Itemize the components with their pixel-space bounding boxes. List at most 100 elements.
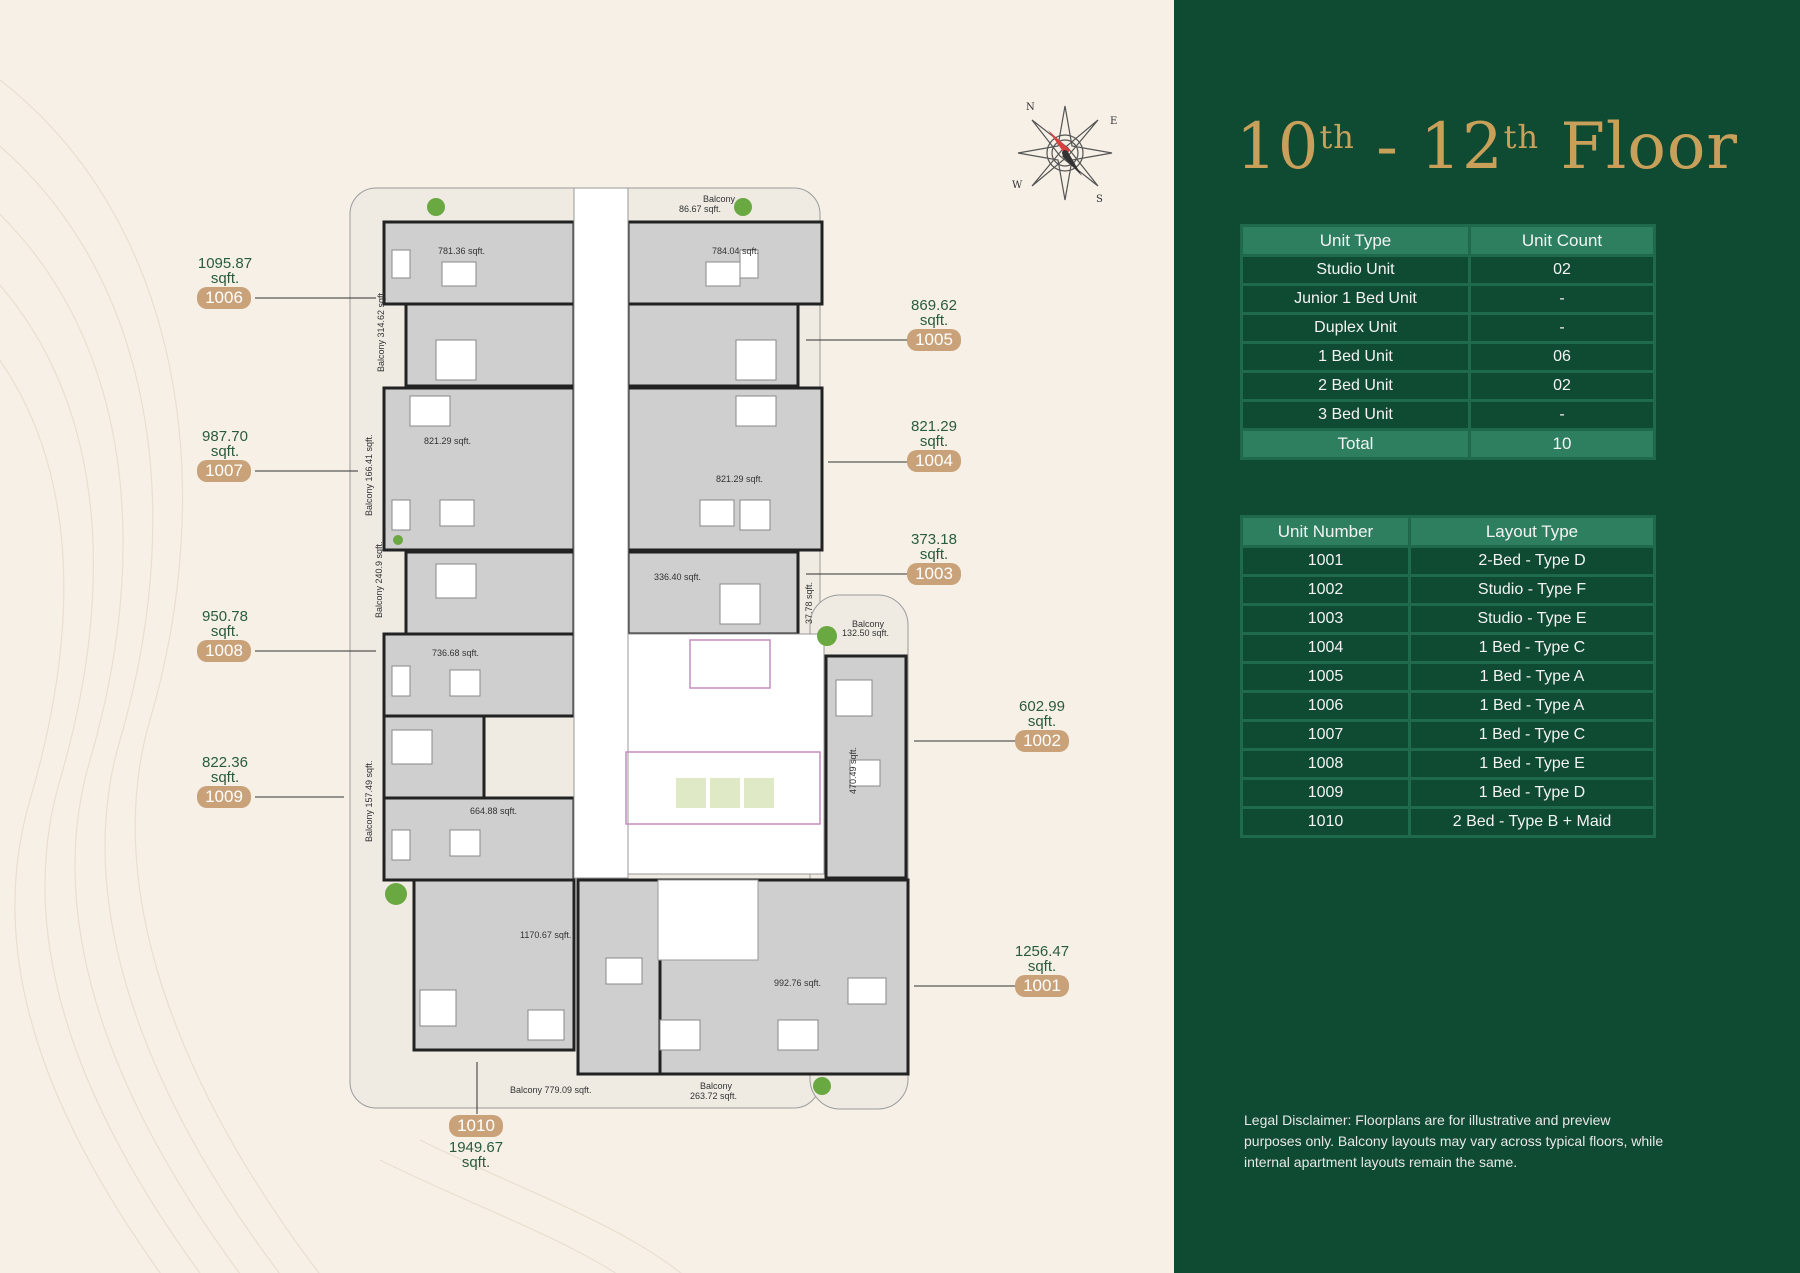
cell-unit-type: Junior 1 Bed Unit [1243,286,1468,312]
cell-unit-number: 1008 [1243,751,1408,777]
balcony-263-area: 263.72 sqft. [690,1091,737,1101]
cell-layout-type: 1 Bed - Type E [1411,751,1653,777]
room-area-821a: 821.29 sqft. [424,436,471,446]
unit-1004-area-value: 821.29 [911,418,957,435]
cell-unit-count: - [1471,286,1653,312]
balcony-top-label: Balcony [703,194,736,204]
table-row: Junior 1 Bed Unit- [1243,286,1653,312]
unit-badge-1010: 1010 [449,1115,503,1137]
unit-1001-area-value: 1256.47 [1014,943,1070,960]
cell-layout-type: 2-Bed - Type D [1411,548,1653,574]
cell-unit-count: - [1471,402,1653,428]
cell-layout-type: 2 Bed - Type B + Maid [1411,809,1653,835]
col-header-unit-count: Unit Count [1471,227,1653,254]
room-area-821b: 821.29 sqft. [716,474,763,484]
cell-layout-type: 1 Bed - Type C [1411,635,1653,661]
cell-unit-number: 1005 [1243,664,1408,690]
cell-unit-number: 1010 [1243,809,1408,835]
cell-unit-number: 1007 [1243,722,1408,748]
unit-1010-area: 1949.67 sqft. [440,1140,512,1170]
unit-1008-area: 950.78 sqft. [189,609,261,639]
title-sup-start: th [1319,118,1355,156]
room-area-470: 470.49 sqft. [848,747,858,794]
balcony-240-label: Balcony 240.9 sqft. [374,541,384,618]
cell-unit-number: 1006 [1243,693,1408,719]
contour-lines [0,79,682,1273]
unit-1004-area: 821.29 sqft. [898,419,970,449]
table-row: Duplex Unit- [1243,315,1653,341]
unit-1002-area: 602.99 sqft. [1006,699,1078,729]
room-area-37: 37.78 sqft. [804,582,814,624]
balcony-166-label: Balcony 166.41 sqft. [364,434,374,516]
cell-layout-type: Studio - Type E [1411,606,1653,632]
balcony-779-label: Balcony 779.09 sqft. [510,1085,592,1095]
title-sup-end: th [1503,118,1540,156]
compass-w: W [1012,180,1023,191]
cell-unit-number: 1004 [1243,635,1408,661]
unit-1006-area-value: 1095.87 [197,255,253,272]
unit-1007-area: 987.70 sqft. [189,429,261,459]
cell-unit-count: 02 [1471,257,1653,283]
unit-1004-area-unit: sqft. [919,433,949,450]
unit-1007-area-unit: sqft. [210,443,240,460]
compass-e: E [1110,116,1117,127]
cell-unit-type: Studio Unit [1243,257,1468,283]
room-area-336: 336.40 sqft. [654,572,701,582]
cell-unit-type: 2 Bed Unit [1243,373,1468,399]
title-word: Floor [1539,110,1738,184]
unit-1008-area-value: 950.78 [202,608,248,625]
room-area-664: 664.88 sqft. [470,806,517,816]
balcony-263-label: Balcony [700,1081,733,1091]
unit-1009-area: 822.36 sqft. [189,755,261,785]
cell-unit-type: Duplex Unit [1243,315,1468,341]
unit-badge-1009: 1009 [197,786,251,808]
unit-badge-1008: 1008 [197,640,251,662]
unit-1009-area-value: 822.36 [202,754,248,771]
cell-unit-type: 3 Bed Unit [1243,402,1468,428]
unit-1002-area-unit: sqft. [1027,713,1057,730]
unit-1003-area-value: 373.18 [911,531,957,548]
title-dash: - [1354,110,1421,184]
balcony-314-label: Balcony 314.62 sqft. [376,290,386,372]
page-title: 10th - 12th Floor [1174,110,1800,184]
balcony-top-area: 86.67 sqft. [679,204,721,214]
room-area-992: 992.76 sqft. [774,978,821,988]
info-panel: 10th - 12th Floor Unit Type Unit Count S… [1174,0,1800,1273]
room-area-781: 781.36 sqft. [438,246,485,256]
unit-1002-area-value: 602.99 [1019,698,1065,715]
unit-1001-area-unit: sqft. [1027,958,1057,975]
cell-unit-count: 06 [1471,344,1653,370]
unit-badge-1007: 1007 [197,460,251,482]
cell-unit-count: 02 [1471,373,1653,399]
unit-badge-1002: 1002 [1015,730,1069,752]
balcony-157-label: Balcony 157.49 sqft. [364,760,374,842]
unit-1003-area: 373.18 sqft. [898,532,970,562]
title-floor-end: 12 [1420,110,1504,184]
unit-badge-1004: 1004 [907,450,961,472]
unit-badge-1005: 1005 [907,329,961,351]
floor-plan-drawing: Balcony 86.67 sqft. 781.36 sqft. 784.04 … [0,79,1016,1273]
unit-1010-area-unit: sqft. [461,1154,491,1171]
cell-unit-number: 1001 [1243,548,1408,574]
cell-unit-number: 1002 [1243,577,1408,603]
unit-1003-area-unit: sqft. [919,546,949,563]
unit-1005-area-value: 869.62 [911,297,957,314]
unit-badge-1003: 1003 [907,563,961,585]
furniture-hints [391,249,887,1051]
room-area-784: 784.04 sqft. [712,246,759,256]
unit-badge-1001: 1001 [1015,975,1069,997]
compass-rose-icon: N E S W [1012,102,1117,205]
